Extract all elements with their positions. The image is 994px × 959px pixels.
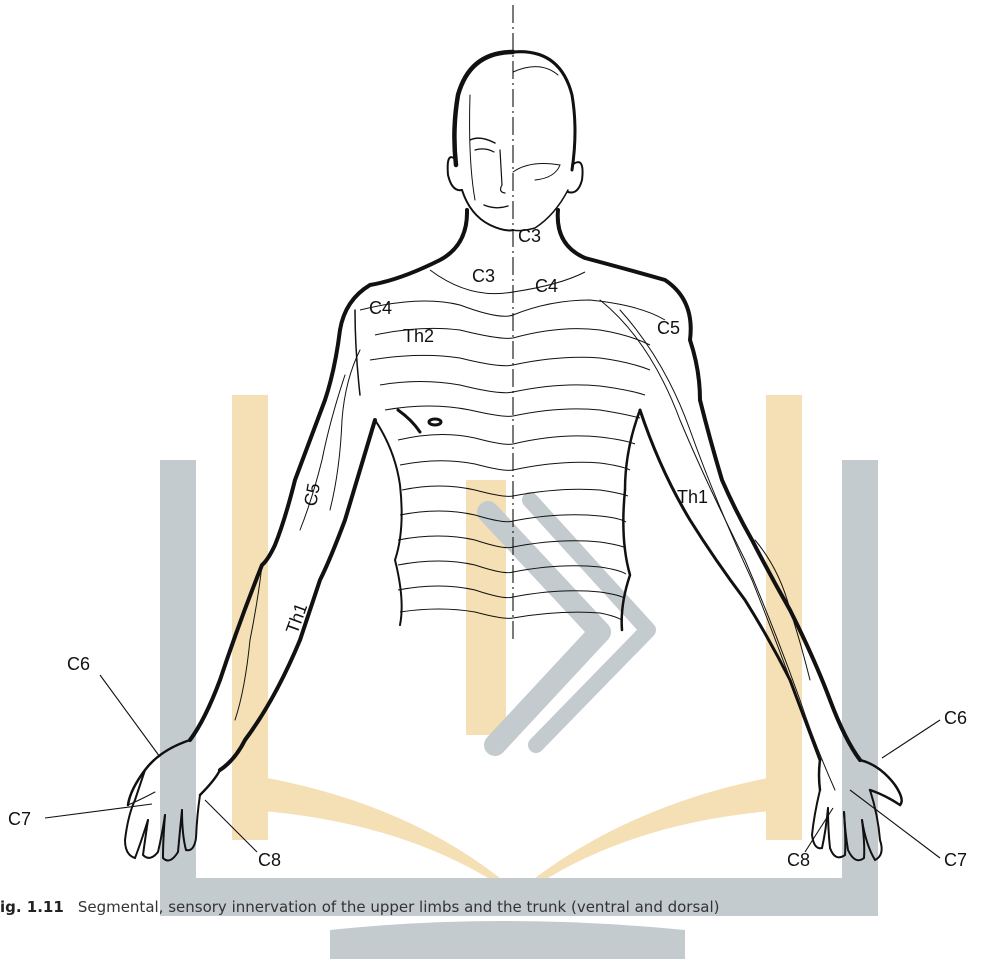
label-c7-right: C7 — [944, 850, 967, 870]
label-th1-left-arm: Th1 — [282, 600, 311, 636]
label-c6-right: C6 — [944, 708, 967, 728]
label-th2: Th2 — [403, 326, 434, 346]
figure-number: ig. 1.11 — [0, 898, 64, 916]
label-c4-right: C4 — [535, 276, 558, 296]
label-c3-front: C3 — [472, 266, 495, 286]
label-c5-left-arm: C5 — [300, 482, 324, 508]
label-c3-neck: C3 — [518, 226, 541, 246]
label-th1-right-arm: Th1 — [677, 487, 708, 507]
label-c7-left: C7 — [8, 809, 31, 829]
label-c5-right: C5 — [657, 318, 680, 338]
label-c4-left: C4 — [369, 298, 392, 318]
label-c6-left: C6 — [67, 654, 90, 674]
head-outline — [448, 52, 583, 231]
watermark-logo — [160, 395, 878, 959]
label-c8-left: C8 — [258, 850, 281, 870]
caption-text: Segmental, sensory innervation of the up… — [78, 898, 720, 916]
figure-caption: ig. 1.11 Segmental, sensory innervation o… — [0, 898, 720, 916]
label-c8-right: C8 — [787, 850, 810, 870]
